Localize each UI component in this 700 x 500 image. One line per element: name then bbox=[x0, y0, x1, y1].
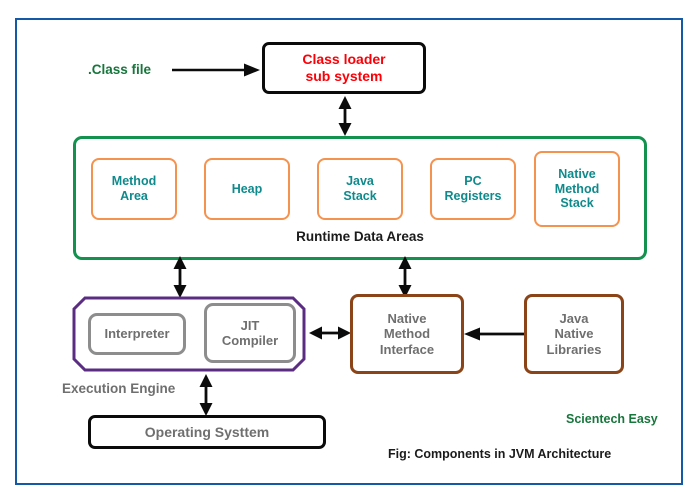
java-native-libraries-box[interactable]: Java Native Libraries bbox=[524, 294, 624, 374]
memory-area-native-method-stack[interactable]: Native Method Stack bbox=[534, 151, 620, 227]
figure-caption: Fig: Components in JVM Architecture bbox=[388, 447, 612, 461]
arrow-execution-engine-to-operating-system bbox=[198, 374, 214, 416]
arrow-runtime-to-execution-engine bbox=[172, 256, 188, 298]
class-loader-text: Class loader sub system bbox=[302, 51, 386, 84]
execution-engine-jit-compiler[interactable]: JIT Compiler bbox=[204, 303, 296, 363]
arrow-loader-to-runtime bbox=[337, 96, 353, 136]
memory-area-java-stack[interactable]: Java Stack bbox=[317, 158, 403, 220]
class-file-label: .Class file bbox=[88, 62, 152, 77]
runtime-data-areas-container: Method Area Heap Java Stack PC Registers… bbox=[73, 136, 647, 260]
arrow-class-file-to-loader bbox=[172, 62, 260, 78]
runtime-data-areas-title: Runtime Data Areas bbox=[296, 229, 424, 244]
arrow-libraries-to-native-method-interface bbox=[464, 326, 526, 342]
native-method-interface-box[interactable]: Native Method Interface bbox=[350, 294, 464, 374]
arrow-execution-engine-to-native-method-interface bbox=[309, 325, 351, 341]
operating-system-box[interactable]: Operating Systtem bbox=[88, 415, 326, 449]
memory-area-heap[interactable]: Heap bbox=[204, 158, 290, 220]
execution-engine-label: Execution Engine bbox=[62, 381, 176, 396]
memory-area-method-area[interactable]: Method Area bbox=[91, 158, 177, 220]
watermark-label: Scientech Easy bbox=[566, 412, 658, 426]
memory-area-pc-registers[interactable]: PC Registers bbox=[430, 158, 516, 220]
execution-engine-interpreter[interactable]: Interpreter bbox=[88, 313, 186, 355]
diagram-border bbox=[15, 18, 683, 485]
class-loader-subsystem-box[interactable]: Class loader sub system bbox=[262, 42, 426, 94]
arrow-runtime-to-native-method-interface bbox=[397, 256, 413, 298]
